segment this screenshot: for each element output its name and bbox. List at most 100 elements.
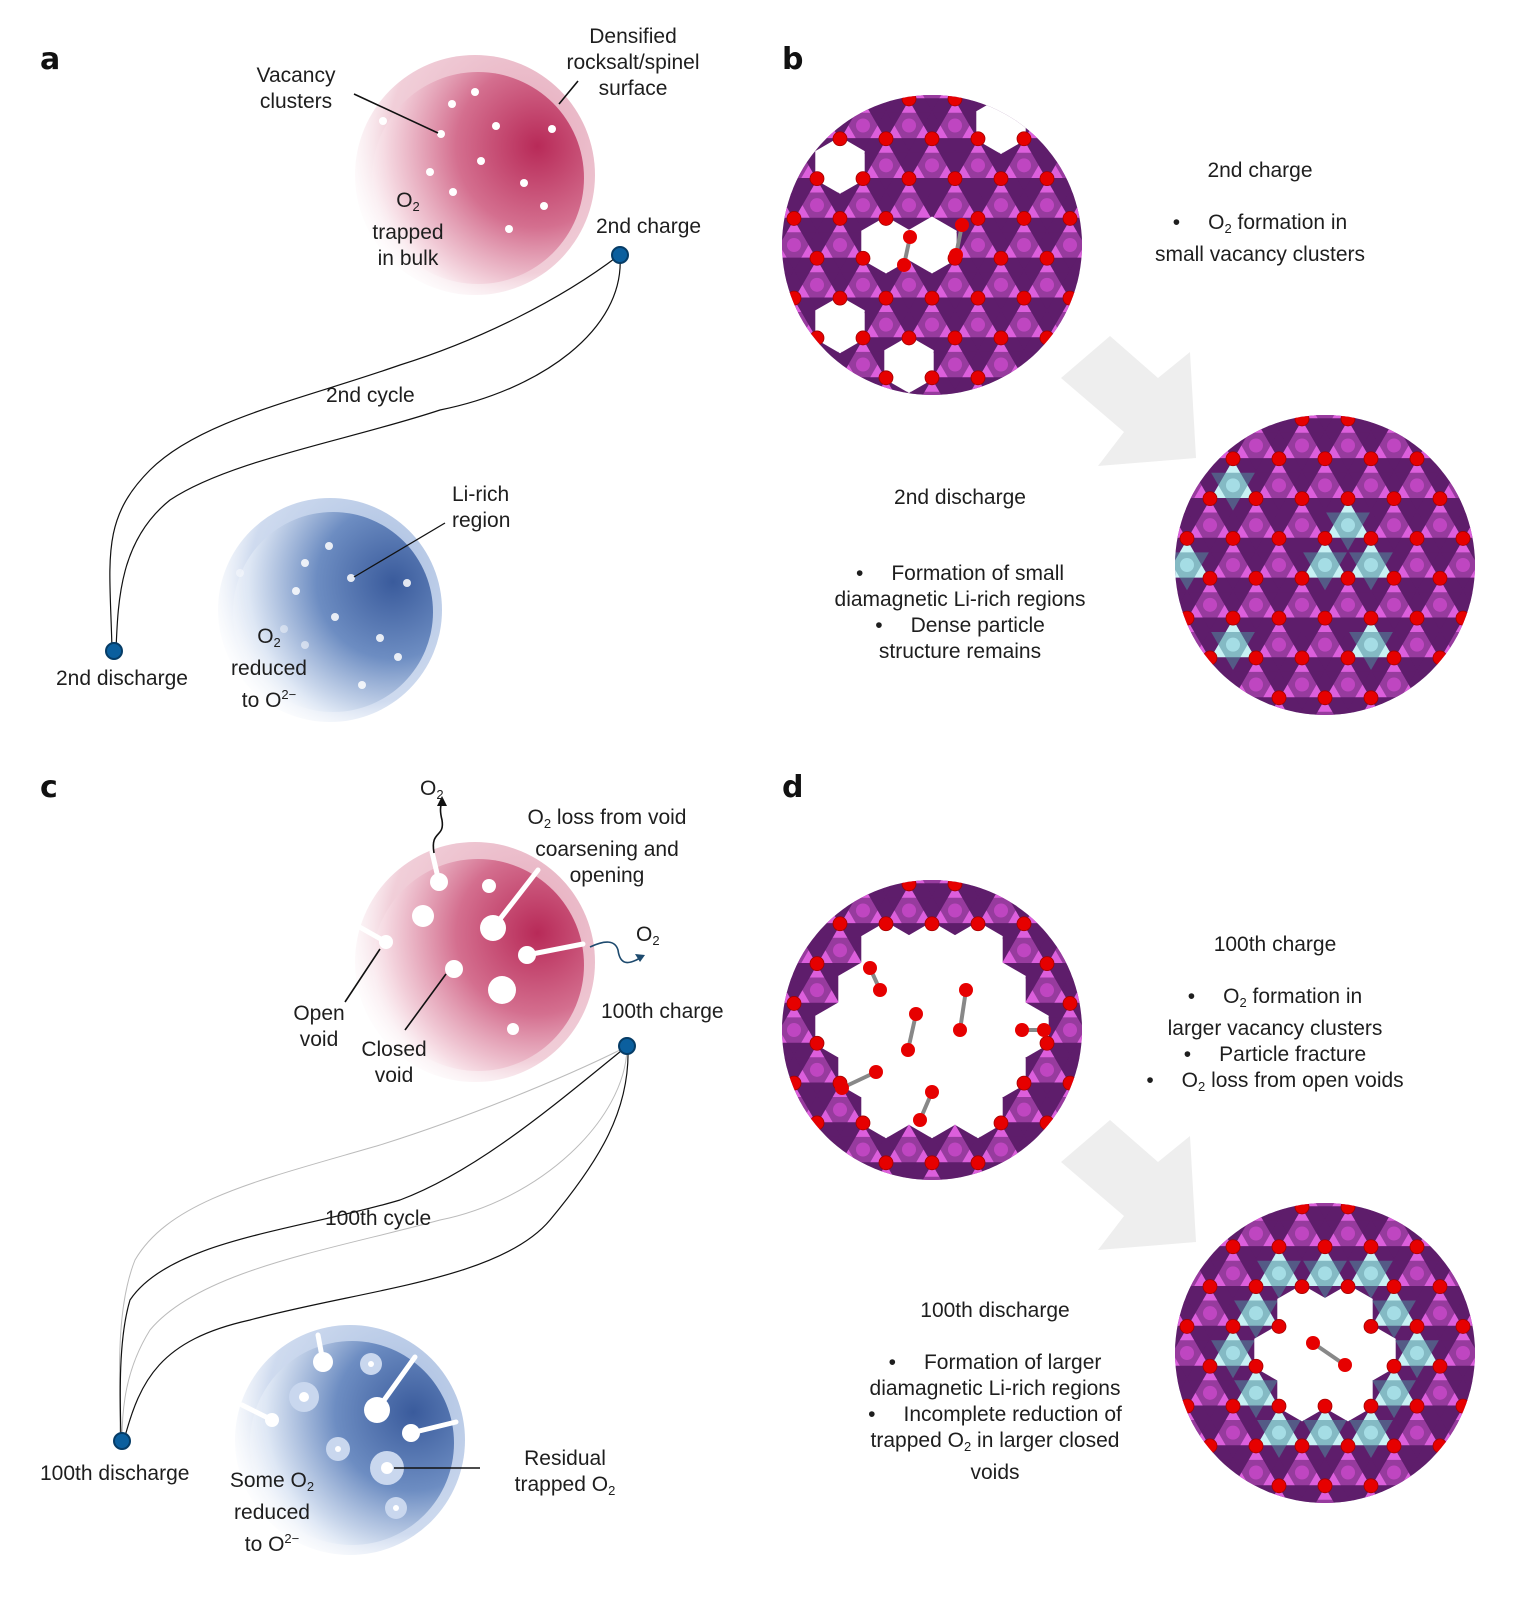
open-void-leader: [344, 948, 381, 1003]
oxygen-atom: [1455, 610, 1471, 626]
mn-octahedron: [1071, 964, 1082, 1003]
oxygen-atom: [764, 1036, 778, 1050]
residual-trapped-o2-label: Residual trapped O2: [514, 1447, 616, 1498]
oxygen-atom: [764, 251, 778, 265]
oxygen-atom: [786, 1075, 802, 1091]
oxygen-atom: [1386, 570, 1402, 586]
oxygen-atom: [993, 880, 1009, 892]
panel-a-discharge-label: 2nd discharge: [56, 667, 188, 690]
vacancy-void: [1323, 1364, 1373, 1422]
oxygen-atom: [855, 95, 871, 107]
oxygen-atom: [1248, 491, 1264, 507]
oxygen-atom: [1363, 1239, 1379, 1255]
oxygen-atom: [878, 916, 894, 932]
oxygen-atom: [1432, 650, 1448, 666]
oxygen-atom: [832, 916, 848, 932]
oxygen-atom: [1039, 1115, 1055, 1131]
vacancy-void: [1346, 1324, 1396, 1382]
panel-a-cycle-curves: [109, 255, 621, 651]
oxygen-atom: [1386, 1279, 1402, 1295]
oxygen-atom: [1062, 996, 1078, 1011]
oxygen-atom: [1248, 415, 1264, 427]
oxygen-atom: [1317, 1398, 1333, 1414]
oxygen-atom: [1248, 1438, 1264, 1454]
mn-octahedron: [910, 880, 954, 884]
vacancy-void: [815, 136, 865, 194]
oxygen-atom: [1432, 1438, 1448, 1454]
vacancy-void: [815, 1001, 865, 1059]
oxygen-atom: [1179, 1319, 1195, 1334]
oxygen-atom: [1039, 171, 1055, 187]
oxygen-atom: [1179, 531, 1195, 546]
oxygen-atom: [863, 961, 877, 975]
oxygen-atom: [1317, 1239, 1333, 1255]
mn-octahedron: [1418, 420, 1462, 459]
oxygen-atom: [809, 1115, 825, 1131]
oxygen-atom: [1386, 1358, 1402, 1374]
mn-octahedron: [782, 179, 793, 218]
oxygen-atom: [1455, 531, 1471, 546]
oxygen-atom: [924, 131, 940, 147]
mn-octahedron: [956, 95, 1000, 99]
oxygen-atom: [993, 330, 1009, 346]
vacancy-void: [953, 921, 1003, 979]
oxygen-atom: [1294, 491, 1310, 507]
oxygen-atom: [1248, 570, 1264, 586]
oxygen-atom: [1340, 570, 1356, 586]
oxygen-atom: [1016, 1075, 1032, 1091]
vacancy-void: [884, 961, 934, 1019]
panel-c-cycle-curves: [118, 1046, 629, 1441]
oxygen-atom: [1225, 531, 1241, 546]
oxygen-atom: [955, 218, 969, 232]
o2-reduced-label: O2 reduced to O2−: [231, 625, 307, 712]
panel-b-transition-arrow: [1061, 336, 1196, 466]
oxygen-atom: [832, 131, 848, 147]
panel-b-charge-description: 2nd charge •O2 formation in small vacanc…: [1100, 158, 1420, 268]
oxygen-atom: [809, 330, 825, 346]
oxygen-atom: [1271, 1319, 1287, 1334]
panel-b-charge-lattice: [764, 95, 1100, 395]
oxygen-atom: [1062, 290, 1078, 306]
vacancy-void: [907, 921, 957, 979]
vacancy-void: [861, 1081, 911, 1139]
oxygen-atom: [855, 171, 871, 187]
oxygen-atom: [901, 880, 917, 892]
oxygen-atom: [878, 290, 894, 306]
oxygen-atom: [1479, 1359, 1493, 1373]
oxygen-atom: [1086, 251, 1100, 265]
oxygen-atom: [1409, 1239, 1425, 1255]
oxygen-atom: [1202, 1279, 1218, 1295]
panel-a-discharge-node: [105, 642, 123, 660]
panel-b-discharge-title: 2nd discharge: [894, 486, 1026, 509]
oxygen-atom: [1225, 451, 1241, 467]
vacancy-void: [1323, 1284, 1373, 1342]
oxygen-atom: [1386, 650, 1402, 666]
oxygen-atom: [855, 250, 871, 266]
oxygen-atom: [1062, 211, 1078, 226]
closed-void-leader: [404, 973, 447, 1031]
mn-octahedron: [864, 880, 908, 884]
oxygen-atom: [1271, 1398, 1287, 1414]
surface-leader-line: [558, 80, 579, 105]
oxygen-atom: [959, 983, 973, 997]
oxygen-atom: [1039, 956, 1055, 972]
oxygen-atom: [970, 211, 986, 226]
oxygen-atom: [1317, 610, 1333, 626]
oxygen-atom: [1202, 1438, 1218, 1454]
panel-label-d: d: [782, 770, 804, 805]
oxygen-atom: [924, 1155, 940, 1171]
vacancy-void: [930, 961, 980, 1019]
oxygen-atom: [1363, 1398, 1379, 1414]
oxygen-atom: [1179, 1398, 1195, 1414]
oxygen-atom: [878, 211, 894, 226]
mn-octahedron: [795, 885, 839, 924]
mn-octahedron: [1303, 415, 1347, 419]
oxygen-atom: [1271, 690, 1287, 706]
o2-escaped-top-label: O2: [420, 777, 444, 802]
oxygen-atom: [1248, 1279, 1264, 1295]
oxygen-atom: [1409, 1478, 1425, 1494]
